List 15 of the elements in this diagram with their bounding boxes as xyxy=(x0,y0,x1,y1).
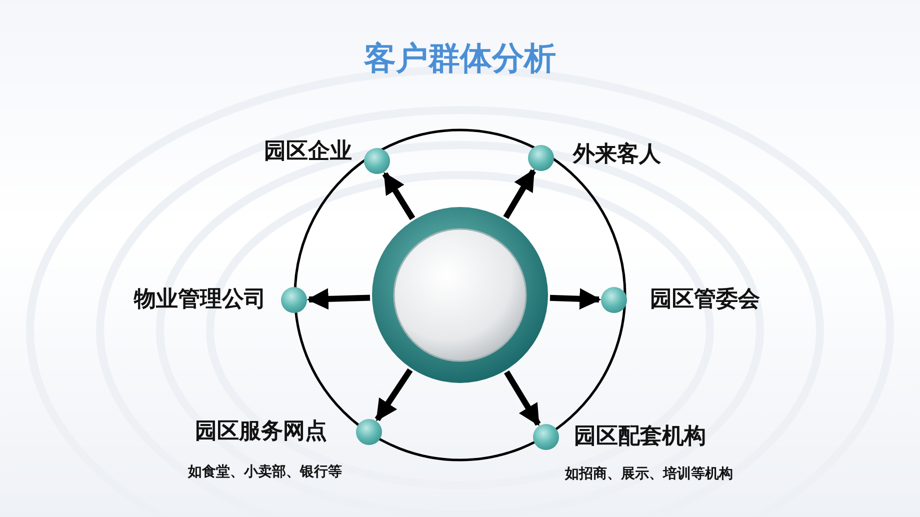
node-label: 物业管理公司 xyxy=(134,287,266,313)
node-label: 外来客人 xyxy=(573,142,661,168)
arrow xyxy=(504,370,541,426)
node-label: 园区配套机构 xyxy=(574,424,706,450)
arrow xyxy=(306,288,370,310)
node-label: 园区服务网点 xyxy=(195,419,327,445)
arrow xyxy=(374,368,413,422)
title: 客户群体分析 xyxy=(362,38,557,78)
node-label: 园区管委会 xyxy=(650,287,760,313)
arrow xyxy=(503,169,536,220)
arrow xyxy=(382,172,416,220)
node-label: 园区企业 xyxy=(264,139,352,165)
example-note: 如食堂、小卖部、银行等 xyxy=(188,463,342,481)
arrow xyxy=(550,288,602,310)
example-note: 如招商、展示、培训等机构 xyxy=(565,465,733,483)
